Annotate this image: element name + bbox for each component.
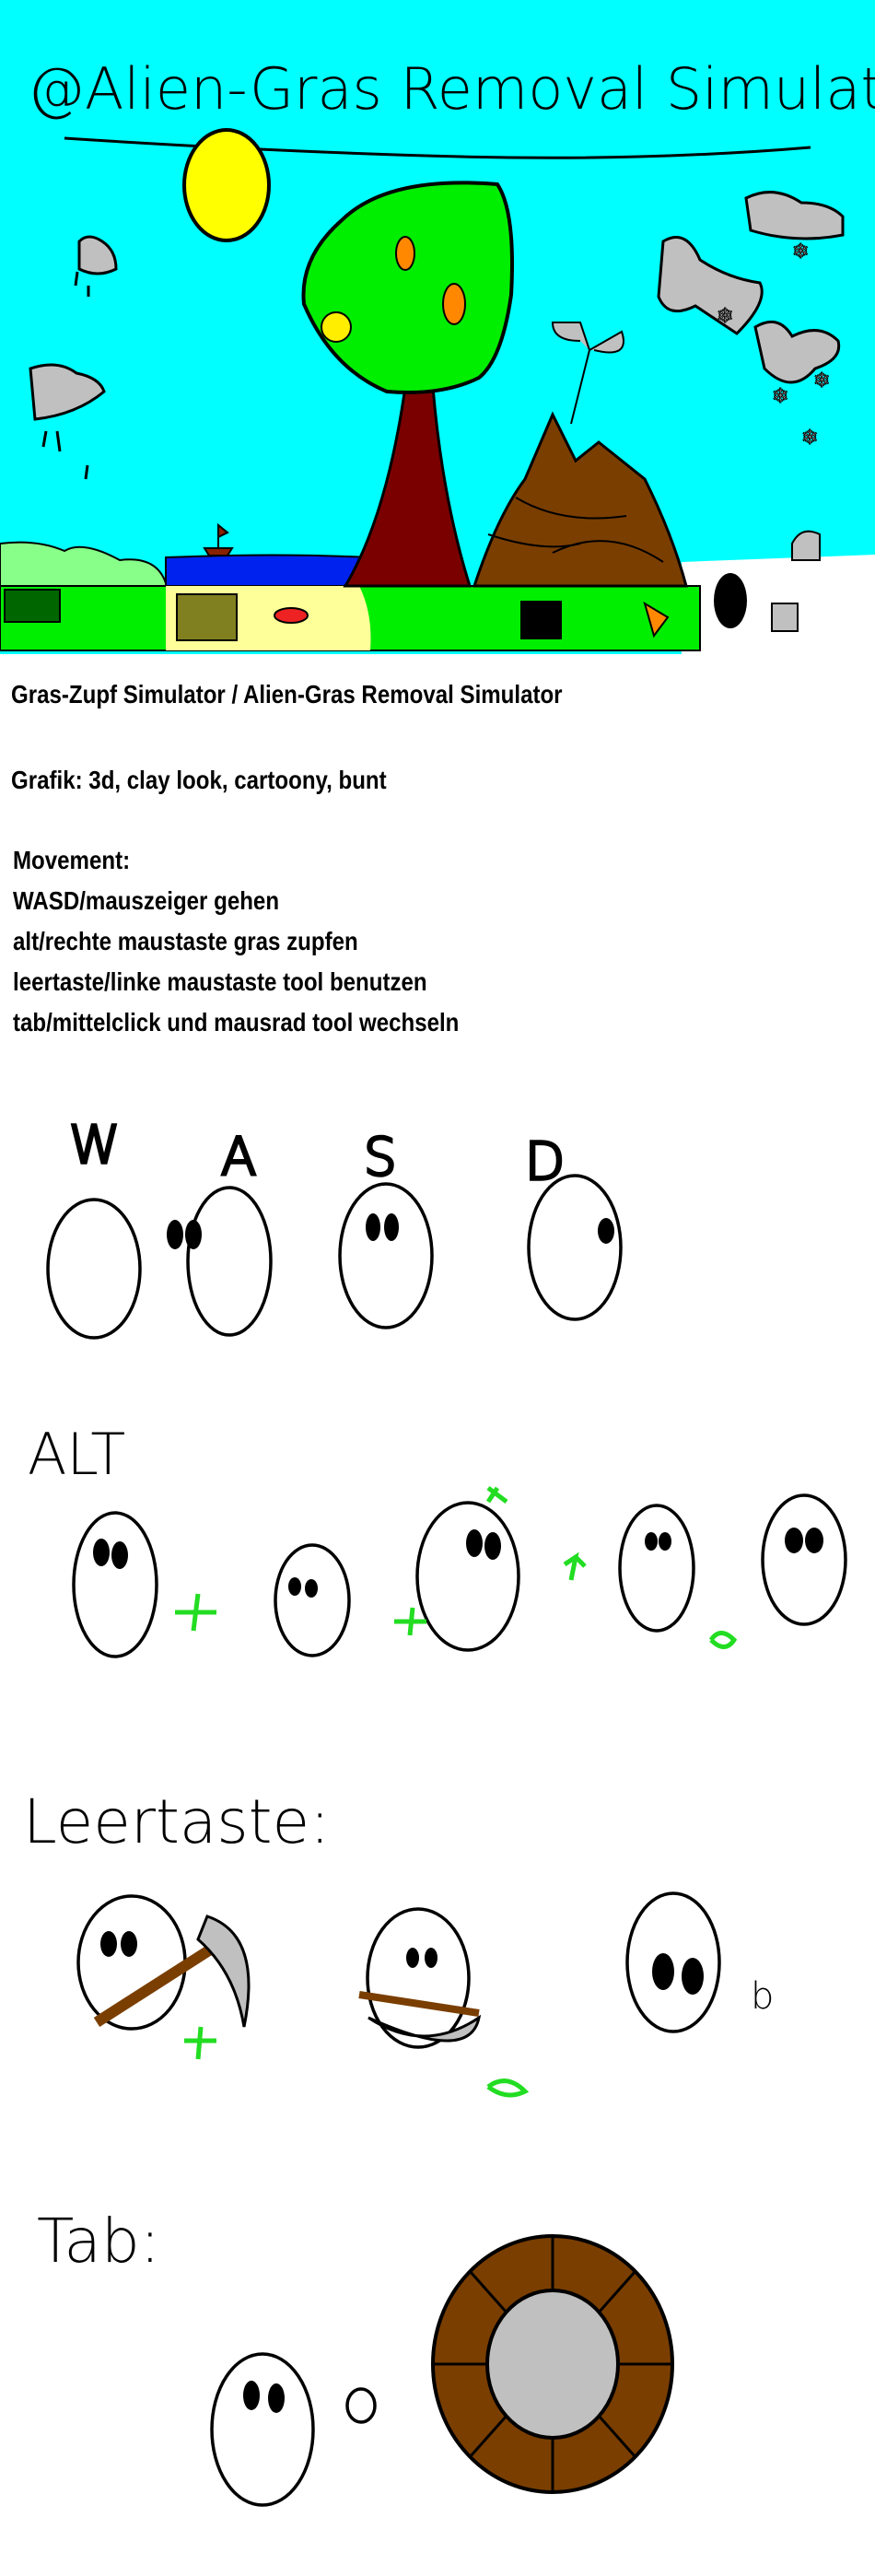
black-alien [714,573,747,628]
tree-trunk [343,385,472,588]
sailboat [203,522,234,556]
scene-title: @Alien-Gras Removal Simulator@ [28,55,875,123]
ice-block [771,603,799,632]
tab-key-label: Tab: [37,2206,160,2277]
svg-text:❄: ❄ [801,426,818,449]
key-a: A [221,1128,256,1188]
alien [415,1501,520,1652]
svg-text:❄: ❄ [772,384,788,407]
alien-facing-left [186,1186,273,1337]
dark-grass-patch [4,589,61,623]
alien-facing-away [46,1198,142,1340]
alien-with-scythe [76,1894,187,2031]
rain-drops [41,271,90,480]
key-s: S [364,1128,397,1188]
game-scene-illustration: @Alien-Gras Removal Simulator@ ❄ ❄ ❄ ❄ ❄ [0,0,875,654]
alien [618,1504,695,1633]
scythe-blade [368,2014,482,2043]
fruit [442,283,466,325]
control-line: WASD/mauszeiger gehen [13,886,280,915]
alien [274,1543,351,1657]
alt-key-label: ALT [28,1421,125,1488]
alien [625,1891,721,2033]
tree-crown [301,181,514,394]
alien-swinging-scythe [366,1907,471,2049]
controls-doodles: W A S D [23,1114,847,2507]
windmill [551,322,624,425]
sand-castle [176,593,238,641]
flower [321,311,352,343]
alien-facing-right [527,1174,623,1321]
key-w: W [69,1116,120,1176]
mountain-cracks [487,497,664,563]
alien-eyes [93,1213,823,2413]
title-underline [64,136,811,159]
alien-facing-front [338,1182,434,1329]
clouds [29,191,845,421]
tool-wheel-center [485,2289,620,2440]
svg-text:❄: ❄ [813,369,830,392]
alien [210,2352,315,2507]
control-line: alt/rechte maustaste gras zupfen [13,927,358,955]
rock [791,530,821,561]
svg-text:❄: ❄ [717,304,733,327]
grass-tufts [175,1486,738,2098]
orange-creature [643,601,670,638]
crab [274,607,309,624]
thought-bubble [345,2387,377,2424]
dirt-mountain [472,411,688,588]
scythe-blade [196,1914,251,2028]
space-key-label: Leertaste: [23,1786,330,1857]
alien [72,1511,158,1658]
scythe-handle [358,1991,480,2017]
alien [761,1493,847,1626]
movement-heading: Movement: [13,846,131,874]
small-b-mark: b [751,1975,774,2018]
tool-wheel-dividers [433,2236,672,2492]
black-box [520,601,562,639]
fruit [395,236,415,271]
control-line: leertaste/linke maustaste tool benutzen [13,967,427,996]
graphics-text: Grafik: 3d, clay look, cartoony, bunt [11,766,387,794]
control-line: tab/mittelclick und mausrad tool wechsel… [13,1008,460,1036]
snowflakes: ❄ ❄ ❄ ❄ ❄ [717,240,831,450]
svg-text:❄: ❄ [792,240,809,263]
sun [182,128,271,242]
game-title-text: Gras-Zupf Simulator / Alien-Gras Removal… [11,680,563,708]
scythe-handle [93,1943,216,2028]
